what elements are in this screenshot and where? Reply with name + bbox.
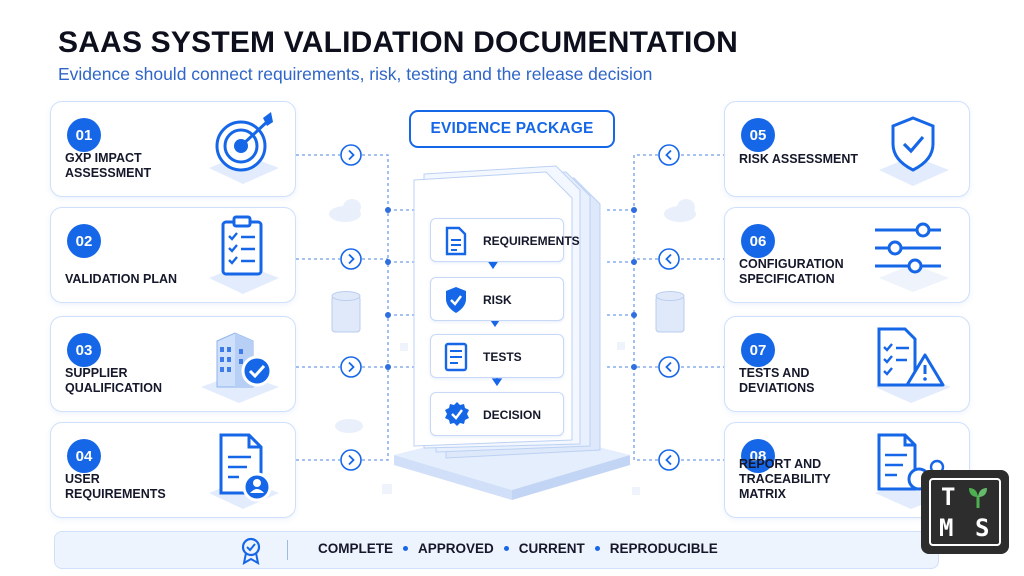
attribute-current: CURRENT <box>518 541 585 556</box>
shield-check-icon <box>871 108 955 195</box>
step-card-04: 04 USER REQUIREMENTS <box>50 422 296 518</box>
chevron-left-icon <box>658 144 680 171</box>
badge-check-icon <box>443 400 471 435</box>
award-ribbon-icon <box>240 537 262 570</box>
step-card-07: 07 TESTS AND DEVIATIONS <box>724 316 970 412</box>
building-check-icon <box>191 321 287 412</box>
step-number: 03 <box>67 333 101 367</box>
evidence-row-label: REQUIREMENTS <box>483 234 580 248</box>
step-number: 06 <box>741 224 775 258</box>
chevron-right-icon <box>340 356 362 383</box>
evidence-row-tests: TESTS <box>430 334 564 378</box>
step-label: RISK ASSESSMENT <box>739 152 859 166</box>
logo-letter-t: T <box>941 483 956 511</box>
step-number: 08 <box>741 439 775 473</box>
step-label: VALIDATION PLAN <box>65 272 178 286</box>
attribute-complete: COMPLETE <box>318 541 394 556</box>
logo-letter-s: S <box>975 514 990 542</box>
document-user-icon <box>201 427 285 518</box>
step-label: USER REQUIREMENTS <box>65 472 166 501</box>
step-label: GxP IMPACT ASSESSMENT <box>65 151 152 180</box>
step-card-02: 02 VALIDATION PLAN <box>50 207 296 303</box>
separator-dot <box>503 546 509 551</box>
page-title: SAAS SYSTEM VALIDATION DOCUMENTATION <box>58 26 738 59</box>
chevron-right-icon <box>340 144 362 171</box>
tms-logo-frame: T M S <box>929 478 1001 546</box>
separator-dot <box>403 546 409 551</box>
attribute-reproducible: REPRODUCIBLE <box>609 541 718 556</box>
step-number: 05 <box>741 118 775 152</box>
attribute-approved: APPROVED <box>418 541 494 556</box>
separator-dot <box>594 546 600 551</box>
chevron-right-icon <box>340 248 362 275</box>
step-card-06: 06 CONFIGURATION SPECIFICATION <box>724 207 970 303</box>
evidence-row-label: DECISION <box>483 408 542 422</box>
step-label: CONFIGURATION SPECIFICATION <box>739 257 844 286</box>
step-number: 04 <box>67 439 101 473</box>
quality-attributes-list: COMPLETE APPROVED CURRENT REPRODUCIBLE <box>318 541 718 556</box>
sprout-icon <box>965 484 991 515</box>
step-label: TESTS AND DEVIATIONS <box>739 366 815 395</box>
evidence-row-label: TESTS <box>483 350 522 364</box>
step-number: 07 <box>741 333 775 367</box>
tms-logo: T M S <box>921 470 1009 554</box>
step-card-05: 05 RISK ASSESSMENT <box>724 101 970 197</box>
evidence-row-decision: DECISION <box>430 392 564 436</box>
chevron-right-icon <box>340 449 362 476</box>
list-document-icon <box>443 342 469 377</box>
logo-letter-m: M <box>939 514 954 542</box>
quality-attributes-bar <box>54 531 939 569</box>
step-number: 01 <box>67 118 101 152</box>
document-icon <box>443 226 469 261</box>
page-subtitle: Evidence should connect requirements, ri… <box>58 64 653 84</box>
target-icon <box>201 108 285 195</box>
sliders-icon <box>871 218 955 301</box>
shield-check-icon <box>443 285 469 320</box>
evidence-package-badge: EVIDENCE PACKAGE <box>409 110 615 148</box>
evidence-row-label: RISK <box>483 293 512 307</box>
chevron-left-icon <box>658 449 680 476</box>
divider <box>287 540 288 560</box>
evidence-row-risk: RISK <box>430 277 564 321</box>
chevron-left-icon <box>658 248 680 275</box>
clipboard-checklist-icon <box>201 212 285 303</box>
step-label: SUPPLIER QUALIFICATION <box>65 366 162 395</box>
chevron-left-icon <box>658 356 680 383</box>
step-card-01: 01 GxP IMPACT ASSESSMENT <box>50 101 296 197</box>
checklist-warning-icon <box>867 321 959 412</box>
step-label: REPORT AND TRACEABILITY MATRIX <box>739 457 831 501</box>
step-number: 02 <box>67 224 101 258</box>
evidence-row-requirements: REQUIREMENTS <box>430 218 580 262</box>
step-card-03: 03 SUPPLIER QUALIFICATION <box>50 316 296 412</box>
